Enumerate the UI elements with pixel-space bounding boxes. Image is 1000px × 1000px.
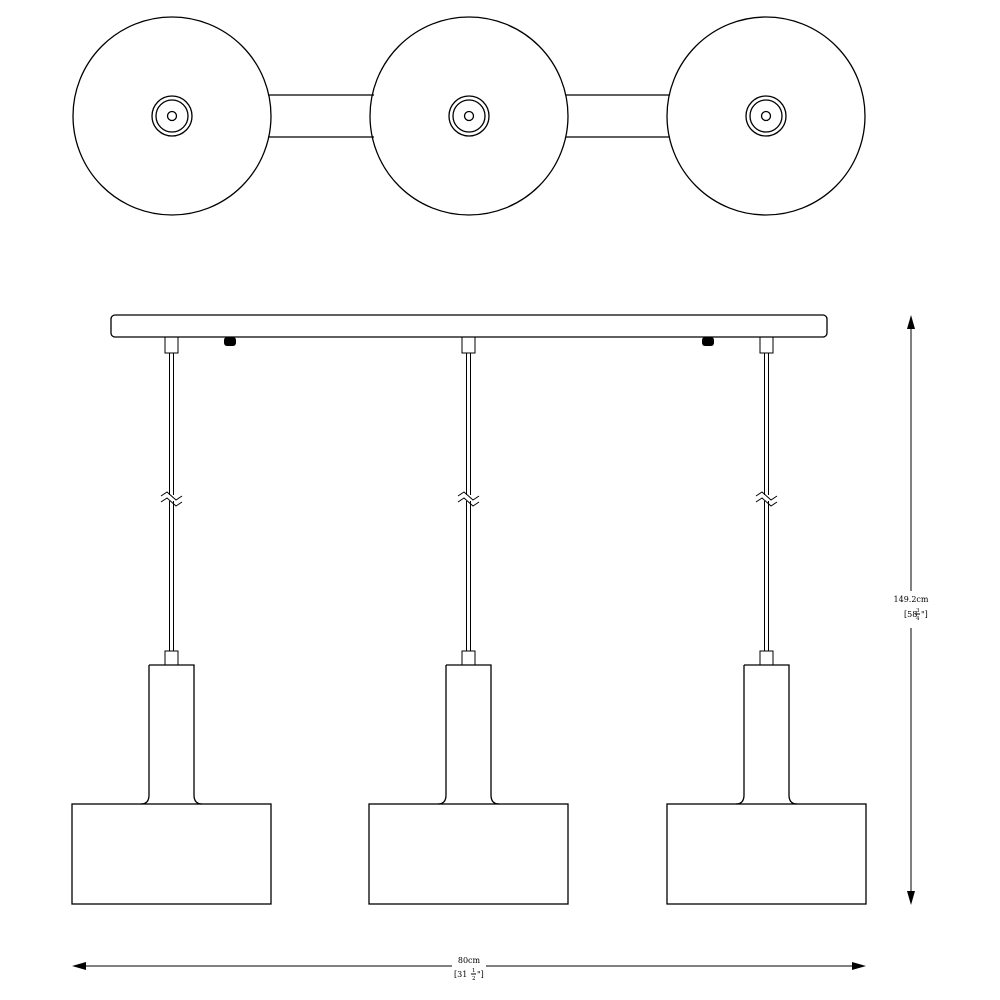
width-fraction-numerator: 1 bbox=[472, 968, 476, 974]
cord-grip-bottom bbox=[461, 650, 476, 666]
top-view bbox=[72, 16, 866, 216]
cord-grip-top bbox=[461, 336, 476, 354]
cord-break-symbol bbox=[754, 490, 779, 510]
width-dimension: 80cm [31 1 2 "] bbox=[72, 956, 866, 983]
cord-break-symbol bbox=[159, 490, 184, 510]
height-fraction-numerator: 3 bbox=[916, 608, 920, 614]
height-dimension: 149.2cm [58 3 4 "] bbox=[894, 315, 929, 905]
top-view-shade-left bbox=[72, 16, 272, 216]
ceiling-canopy bbox=[110, 314, 828, 338]
cord-grip-bottom bbox=[164, 650, 179, 666]
arrow-up-icon bbox=[907, 315, 915, 329]
height-imperial-suffix: "] bbox=[921, 610, 928, 619]
lamp-shade bbox=[71, 803, 272, 905]
height-metric-label: 149.2cm bbox=[894, 595, 929, 604]
width-imperial-suffix: "] bbox=[477, 970, 484, 979]
arrow-down-icon bbox=[907, 891, 915, 905]
width-imperial-label: [31 bbox=[454, 970, 467, 979]
cord-grip-bottom bbox=[759, 650, 774, 666]
lamp-shade bbox=[368, 803, 569, 905]
width-fraction-denominator: 2 bbox=[472, 976, 476, 982]
front-view bbox=[71, 314, 867, 905]
mounting-screw-left bbox=[224, 337, 236, 346]
height-imperial-label: [58 bbox=[904, 610, 917, 619]
lamp-neck bbox=[140, 664, 203, 805]
top-view-shade-center bbox=[369, 16, 569, 216]
lamp-neck bbox=[437, 664, 500, 805]
cord-grip-top bbox=[164, 336, 179, 354]
mounting-screw-right bbox=[702, 337, 714, 346]
lamp-shade bbox=[666, 803, 867, 905]
top-view-connector-bar-left bbox=[268, 94, 374, 138]
pendant-center bbox=[368, 336, 569, 905]
arrow-right-icon bbox=[852, 962, 866, 970]
arrow-left-icon bbox=[72, 962, 86, 970]
cord-break-symbol bbox=[456, 490, 481, 510]
width-metric-label: 80cm bbox=[458, 956, 481, 965]
height-fraction-denominator: 4 bbox=[916, 616, 920, 622]
pendant-left bbox=[71, 336, 272, 905]
pendant-right bbox=[666, 336, 867, 905]
top-view-shade-right bbox=[666, 16, 866, 216]
top-view-connector-bar-right bbox=[566, 94, 670, 138]
cord-grip-top bbox=[759, 336, 774, 354]
lamp-neck bbox=[735, 664, 798, 805]
